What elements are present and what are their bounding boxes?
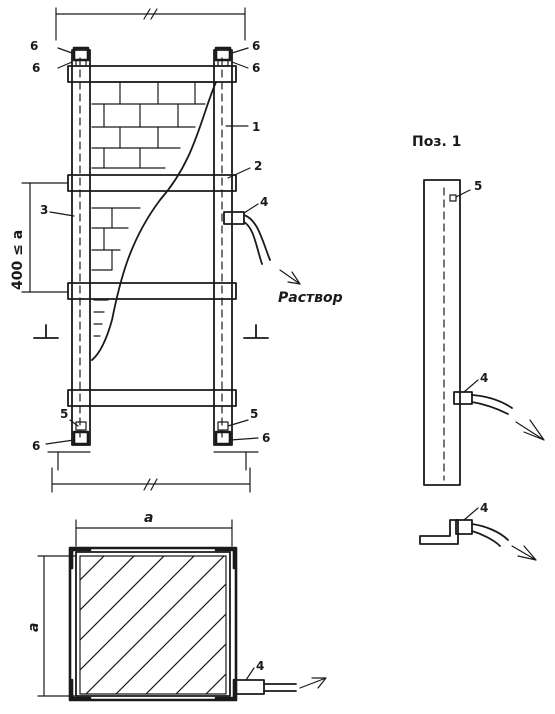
position-title: Поз. 1	[412, 134, 461, 150]
plan-section: a a 4	[26, 510, 327, 702]
top-dimension-line	[55, 7, 246, 41]
elevation-view: 400 ≤ a 6 6 6 6 1 2	[10, 7, 343, 493]
dim-a-top: a	[144, 510, 153, 526]
dim-a-left: a	[26, 623, 42, 632]
callout-6-top-left: 6	[30, 39, 38, 53]
callout-6-bottom-right: 6	[262, 431, 270, 445]
callout-5-right: 5	[250, 407, 258, 421]
clamp-3	[67, 282, 237, 300]
callout-6-bottom-left: 6	[32, 439, 40, 453]
pitch-dimension-label: 400 ≤ a	[10, 230, 26, 290]
callout-6-top-right: 6	[252, 39, 260, 53]
callout-6-top-left-2: 6	[32, 61, 40, 75]
clamp-2	[67, 174, 237, 192]
callout-4-elevation: 4	[260, 195, 268, 209]
pitch-dimension: 400 ≤ a	[10, 182, 69, 293]
callout-5-left: 5	[60, 407, 68, 421]
callout-4-bracket: 4	[480, 501, 488, 515]
top-clamp	[67, 65, 237, 83]
bottom-clamp	[67, 389, 237, 407]
callout-5-detail: 5	[474, 179, 482, 193]
callout-4-detail: 4	[480, 371, 488, 385]
brick-masonry	[91, 81, 217, 361]
top-right-plate	[214, 46, 232, 67]
callout-1: 1	[252, 120, 260, 134]
section-marks	[33, 324, 269, 339]
callout-2: 2	[254, 159, 262, 173]
right-corner-angle	[213, 49, 233, 446]
injection-nozzle	[223, 211, 301, 285]
callout-4-plan: 4	[256, 659, 264, 673]
callout-leaders	[45, 47, 259, 445]
left-corner-angle	[71, 49, 91, 446]
mortar-label: Раствор	[278, 290, 343, 306]
base-lines	[47, 451, 259, 471]
callout-6-top-right-2: 6	[252, 61, 260, 75]
bottom-right-plate	[214, 421, 232, 446]
callout-3: 3	[40, 203, 48, 217]
position-1-detail: Поз. 1 5 4 4	[412, 134, 545, 561]
column-hatching	[80, 556, 226, 694]
top-left-plate	[72, 46, 90, 67]
bottom-dimension-line	[51, 467, 251, 493]
bottom-left-plate	[72, 421, 90, 446]
